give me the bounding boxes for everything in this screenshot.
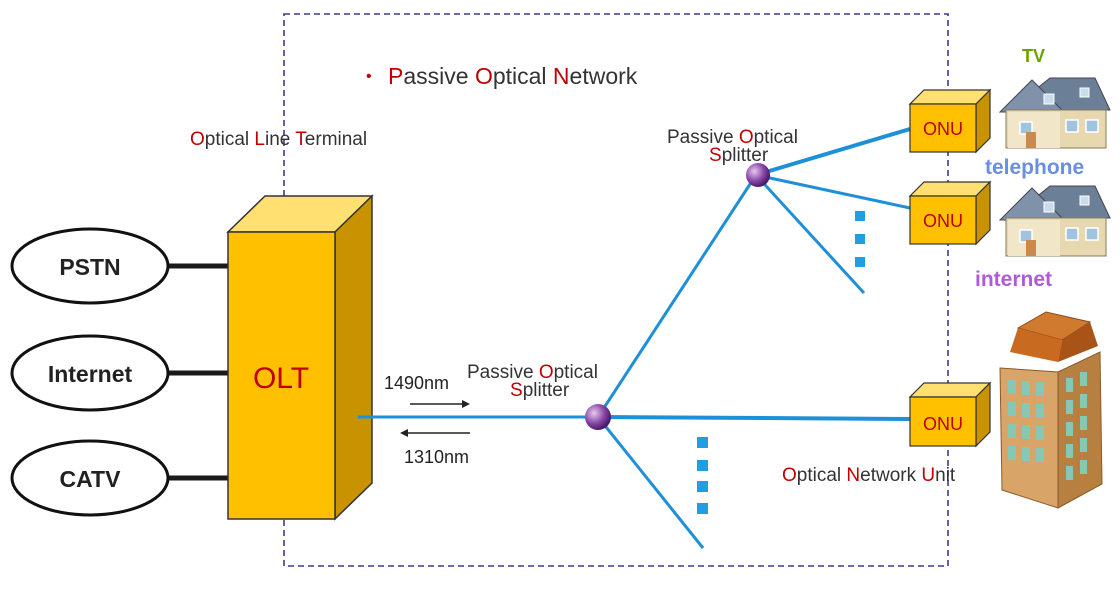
fiber-lines <box>358 127 911 549</box>
service-label: CATV <box>60 466 122 492</box>
service-internet: Internet <box>10 334 170 412</box>
onu-box-1: ONU <box>908 88 992 154</box>
service-label: PSTN <box>59 254 120 280</box>
top-splitter-node <box>746 163 770 187</box>
telephone-label: telephone <box>985 156 1084 179</box>
house-icon <box>998 77 1111 149</box>
more-branches-dots <box>697 211 865 514</box>
onu-box-3: ONU <box>908 381 992 448</box>
pon-title-bullet: • <box>366 68 372 85</box>
olt-box: OLT <box>226 194 374 521</box>
tv-label: TV <box>1022 46 1045 66</box>
onu-label: ONU <box>923 211 963 231</box>
internet-label: internet <box>975 268 1052 291</box>
main-splitter-node <box>585 404 611 430</box>
pon-title: • Passive Optical Network <box>366 60 638 89</box>
main-splitter-label-line2: Splitter <box>510 380 570 401</box>
olt-caption: Optical Line Terminal <box>190 129 367 150</box>
onu-box-2: ONU <box>908 180 992 246</box>
onu-label: ONU <box>923 119 963 139</box>
service-connectors <box>168 263 228 481</box>
upstream-arrow: 1310nm <box>400 429 470 467</box>
office-building-icon <box>999 311 1103 509</box>
top-splitter-label-line2: Splitter <box>709 145 769 166</box>
olt-label: OLT <box>253 362 309 395</box>
onu-label: ONU <box>923 414 963 434</box>
downstream-arrow: 1490nm <box>384 373 470 408</box>
house-icon <box>998 185 1111 257</box>
downstream-label: 1490nm <box>384 373 449 393</box>
upstream-label: 1310nm <box>404 447 469 467</box>
service-pstn: PSTN <box>10 227 170 305</box>
service-label: Internet <box>48 361 133 387</box>
top-splitter-label-line1: Passive Optical <box>667 127 798 148</box>
service-catv: CATV <box>10 439 170 517</box>
main-splitter-label-line1: Passive Optical <box>467 362 598 383</box>
onu-caption: Optical Network Unit <box>782 465 956 486</box>
